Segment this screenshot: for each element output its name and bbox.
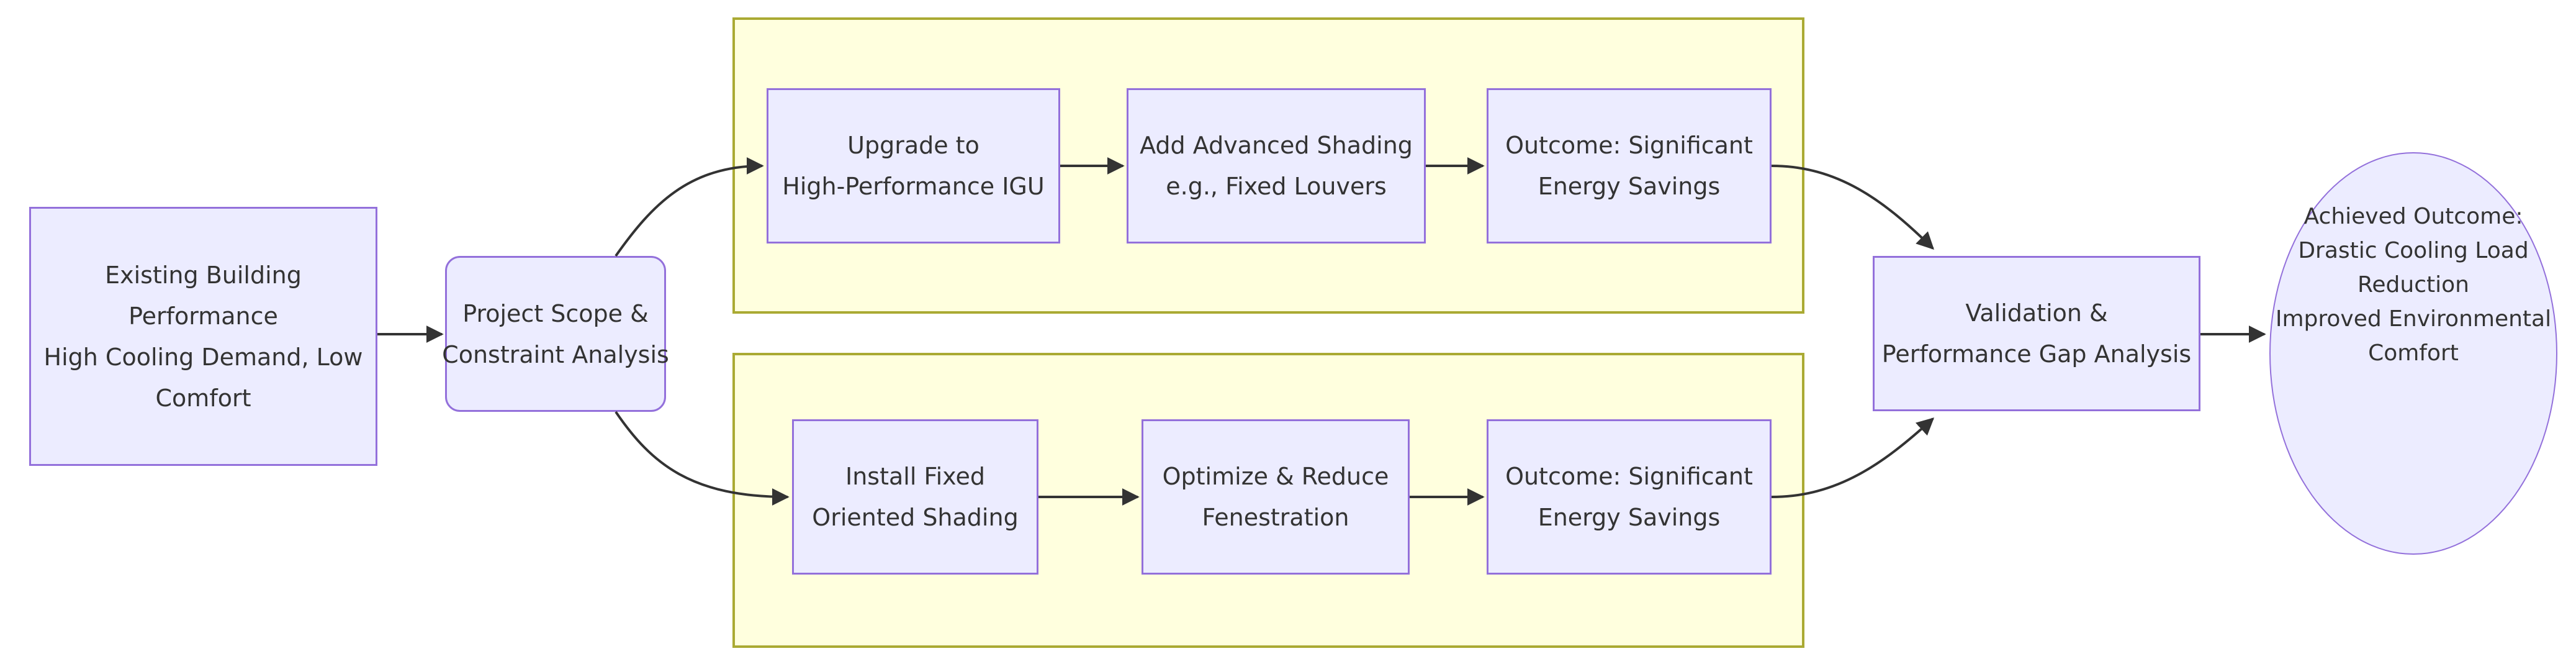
node-outcome-top: Outcome: Significant Energy Savings (1487, 88, 1772, 243)
node-existing-building-performance: Existing Building Performance High Cooli… (29, 207, 377, 466)
node-text-line: Energy Savings (1538, 173, 1721, 200)
node-text-line: High-Performance IGU (782, 173, 1045, 200)
node-text-line: High Cooling Demand, Low (43, 343, 363, 371)
node-text-line: Upgrade to (847, 132, 980, 159)
node-text-line: Improved Environmental (2275, 306, 2552, 332)
node-text-line: Validation & (1965, 299, 2108, 327)
node-validation: Validation & Performance Gap Analysis (1873, 256, 2200, 411)
node-upgrade-igu: Upgrade to High-Performance IGU (767, 88, 1060, 243)
node-text-line: Add Advanced Shading (1140, 132, 1413, 159)
node-text-line: Comfort (155, 384, 251, 412)
node-text-line: Constraint Analysis (442, 340, 669, 368)
node-text-line: Install Fixed (845, 463, 985, 490)
node-project-scope: Project Scope & Constraint Analysis (442, 256, 669, 412)
node-advanced-shading: Add Advanced Shading e.g., Fixed Louvers (1127, 88, 1426, 243)
node-text-line: Existing Building (105, 261, 302, 289)
node-text-line: Reduction (2358, 271, 2469, 298)
node-text-line: Oriented Shading (812, 504, 1019, 531)
node-text-line: Achieved Outcome: (2304, 203, 2523, 229)
node-text-line: Comfort (2368, 340, 2459, 366)
node-text-line: Energy Savings (1538, 504, 1721, 531)
node-optimize-fenestration: Optimize & Reduce Fenestration (1142, 419, 1410, 575)
node-text-line: Outcome: Significant (1505, 132, 1753, 159)
node-text-line: Performance (128, 302, 278, 330)
node-text-line: Outcome: Significant (1505, 463, 1753, 490)
node-achieved-outcome: Achieved Outcome: Drastic Cooling Load R… (2269, 152, 2557, 555)
node-install-shading: Install Fixed Oriented Shading (792, 419, 1038, 575)
node-text-line: Performance Gap Analysis (1881, 340, 2192, 368)
node-text-line: e.g., Fixed Louvers (1166, 173, 1387, 200)
node-text-line: Fenestration (1202, 504, 1349, 531)
node-text-line: Optimize & Reduce (1162, 463, 1389, 490)
node-outcome-bottom: Outcome: Significant Energy Savings (1487, 419, 1772, 575)
node-text-line: Drastic Cooling Load (2298, 237, 2529, 263)
node-text-line: Project Scope & (462, 299, 649, 327)
